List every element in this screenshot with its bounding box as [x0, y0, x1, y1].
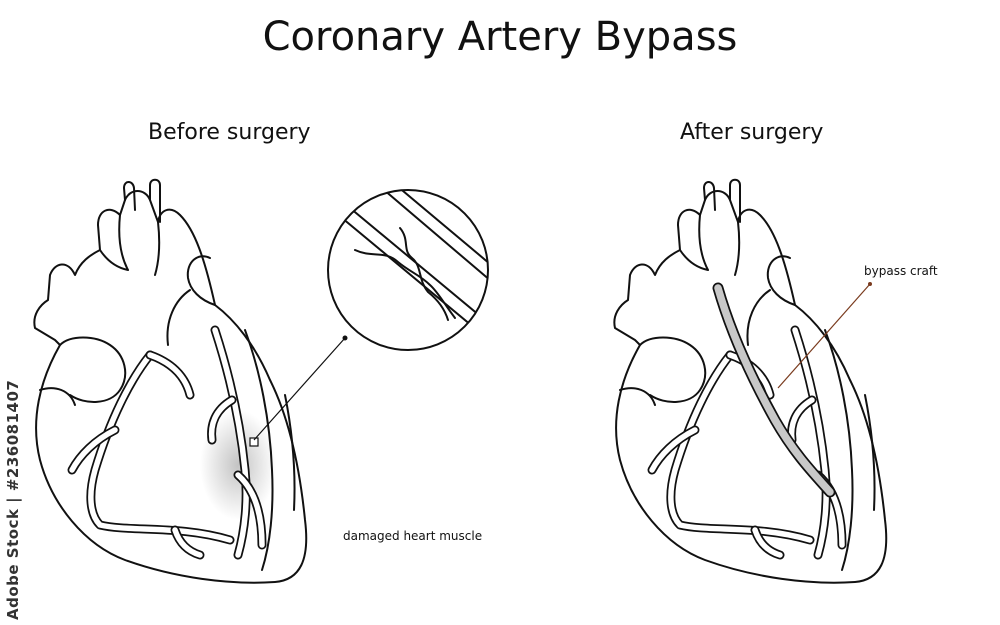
damaged-heart-muscle-label: damaged heart muscle — [343, 529, 483, 543]
magnifier-leader-line — [253, 337, 346, 441]
bypass-leader-line — [777, 283, 871, 389]
bypass-leader-dot — [868, 282, 872, 286]
before-surgery-heading: Before surgery — [148, 120, 311, 145]
stock-watermark: Adobe Stock | #236081407 — [4, 379, 22, 620]
bypass-craft-label: bypass craft — [864, 264, 938, 278]
plaque-buildup — [354, 249, 456, 319]
diagram-title: Coronary Artery Bypass — [262, 14, 738, 60]
after-surgery-heading: After surgery — [680, 120, 824, 145]
blockage-marker — [249, 437, 259, 447]
heart-before-illustration — [34, 180, 348, 583]
heart-after-illustration — [614, 180, 886, 583]
leader-dot — [342, 335, 348, 341]
magnified-artery-lens — [327, 189, 489, 351]
